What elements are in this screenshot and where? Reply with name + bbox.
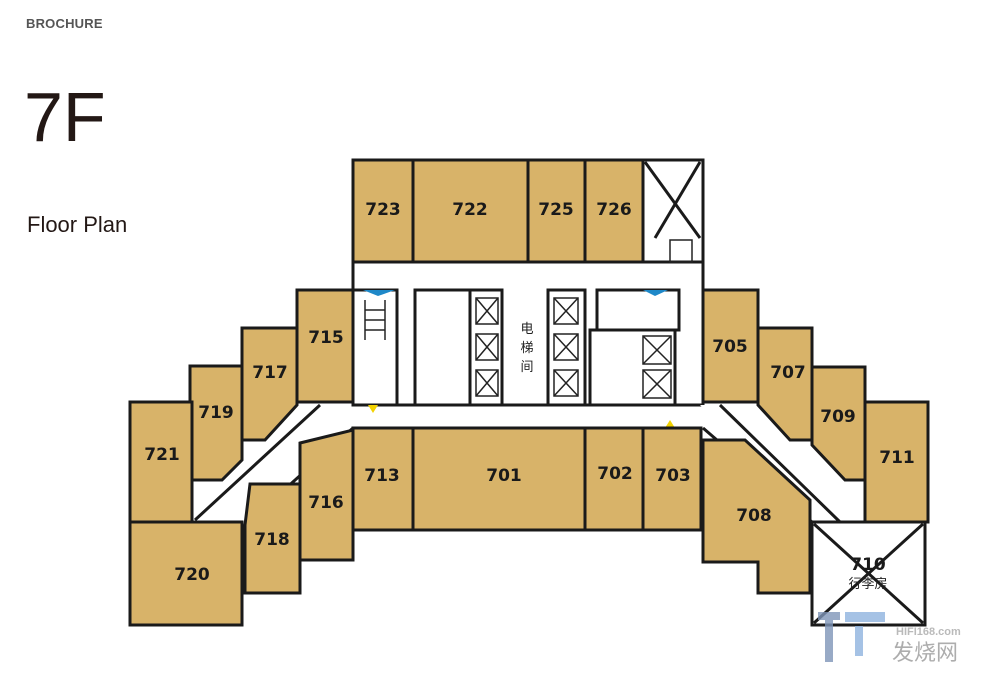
elevator-hall-label-2: 梯 <box>520 341 533 356</box>
exit-marker-icon <box>368 405 378 413</box>
svg-text:717: 717 <box>252 363 288 383</box>
floor-plan-title: Floor Plan <box>27 212 128 237</box>
svg-text:705: 705 <box>712 337 748 357</box>
svg-text:715: 715 <box>308 328 344 348</box>
room-701[interactable]: 701 <box>411 426 587 532</box>
room-726[interactable]: 726 <box>583 158 645 264</box>
svg-text:716: 716 <box>308 493 344 513</box>
svg-text:718: 718 <box>254 530 290 550</box>
room-710[interactable]: 710 行李房 <box>810 520 927 627</box>
left-diagonal-corridor <box>195 405 353 525</box>
svg-text:708: 708 <box>736 506 772 526</box>
svg-text:722: 722 <box>452 200 488 220</box>
room-708[interactable]: 708 <box>701 438 812 595</box>
room-722[interactable]: 722 <box>411 158 530 264</box>
brochure-label: BROCHURE <box>26 16 103 31</box>
elevator-hall-label-1: 电 <box>520 322 533 337</box>
svg-text:709: 709 <box>820 407 856 427</box>
room-715[interactable]: 715 <box>295 288 355 404</box>
svg-text:发烧网: 发烧网 <box>892 641 958 666</box>
svg-text:713: 713 <box>364 466 400 486</box>
svg-text:726: 726 <box>596 200 632 220</box>
room-702[interactable]: 702 <box>583 426 645 532</box>
core <box>351 288 681 428</box>
room-725[interactable]: 725 <box>526 158 587 264</box>
floor-number: 7F <box>24 78 106 156</box>
room-721[interactable]: 721 <box>128 400 194 524</box>
svg-text:723: 723 <box>365 200 401 220</box>
svg-text:720: 720 <box>174 565 210 585</box>
exit-marker-icon <box>665 420 675 428</box>
room-716[interactable]: 716 <box>298 428 355 562</box>
room-718[interactable]: 718 <box>243 482 302 595</box>
svg-text:711: 711 <box>879 448 915 468</box>
svg-text:702: 702 <box>597 464 633 484</box>
room-719[interactable]: 719 <box>188 364 244 482</box>
room-720[interactable]: 720 <box>128 520 244 627</box>
svg-text:721: 721 <box>144 445 180 465</box>
room-713[interactable]: 713 <box>351 426 415 532</box>
door-marker-icon <box>643 290 668 296</box>
svg-text:725: 725 <box>538 200 574 220</box>
svg-text:707: 707 <box>770 363 806 383</box>
svg-text:701: 701 <box>486 466 522 486</box>
svg-text:710: 710 <box>850 555 886 575</box>
shaft <box>641 158 705 264</box>
room-703[interactable]: 703 <box>641 426 703 532</box>
room-707[interactable]: 707 <box>756 326 814 442</box>
luggage-room-label: 行李房 <box>848 576 887 592</box>
room-705[interactable]: 705 <box>701 288 760 404</box>
room-711[interactable]: 711 <box>863 400 930 524</box>
watermark: HIFI168.com 发烧网 <box>818 612 961 666</box>
svg-text:HIFI168.com: HIFI168.com <box>896 626 961 638</box>
room-723[interactable]: 723 <box>351 158 415 264</box>
svg-text:703: 703 <box>655 466 691 486</box>
door-marker-icon <box>363 290 395 296</box>
elevator-hall-label-3: 间 <box>520 360 533 375</box>
svg-text:719: 719 <box>198 403 234 423</box>
room-709[interactable]: 709 <box>810 365 867 482</box>
